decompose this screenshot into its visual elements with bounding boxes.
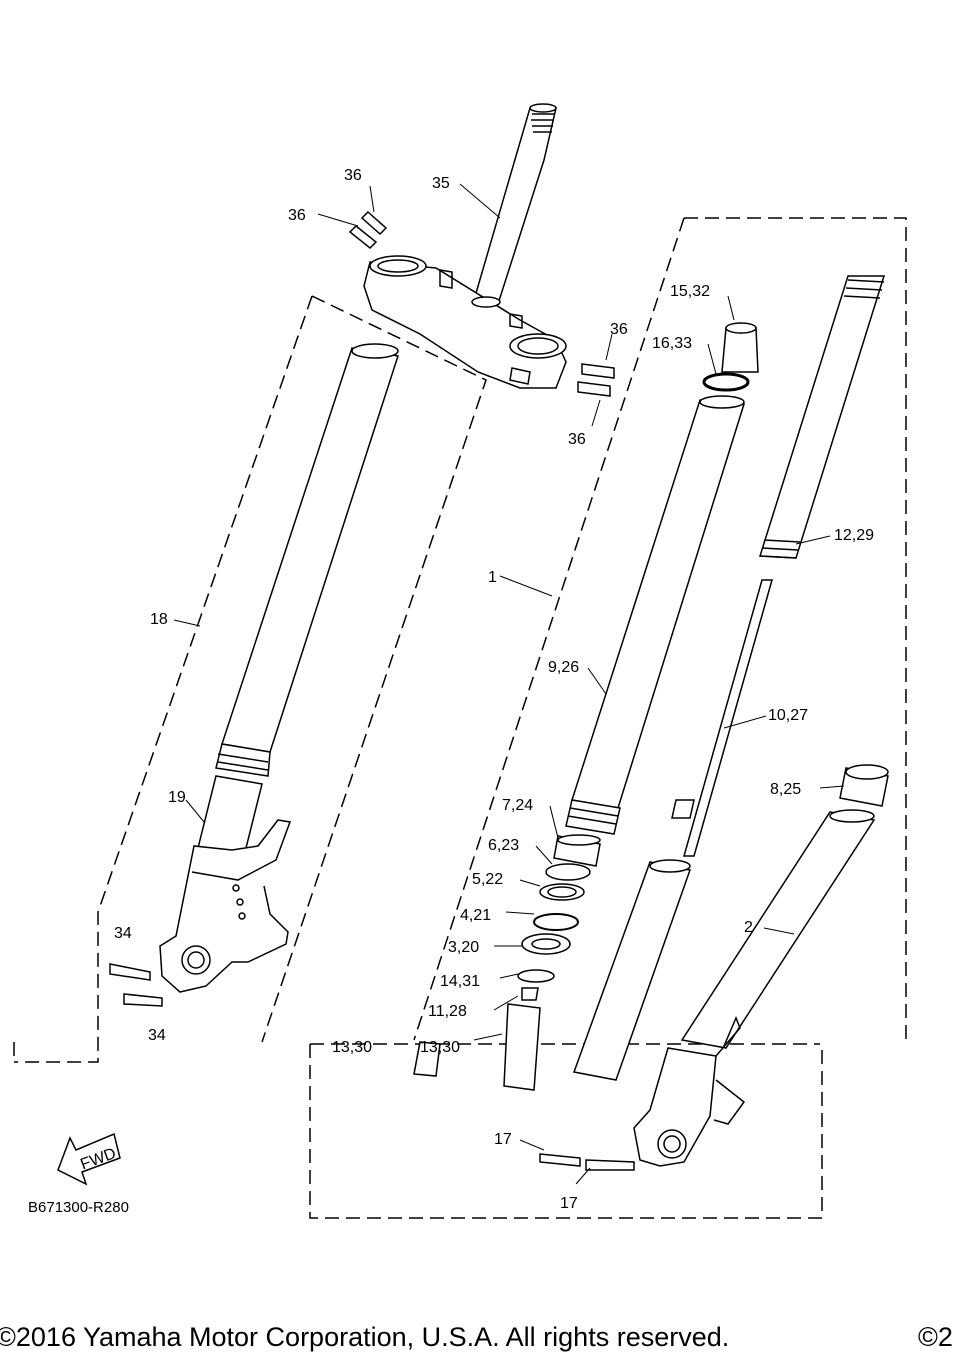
label-10-27: 10,27 <box>768 707 808 724</box>
steering-stem <box>473 103 557 305</box>
piece-13-30-b <box>413 1041 441 1077</box>
bolt-17-upper <box>539 1153 581 1167</box>
label-36-c: 36 <box>610 321 628 338</box>
fork-spring <box>758 275 886 559</box>
diagram-code: B671300-R280 <box>28 1199 129 1216</box>
washer-14-31 <box>517 969 555 983</box>
bolt-36-top-a <box>360 210 388 236</box>
label-9-26: 9,26 <box>548 659 579 676</box>
bolt-36-top-b <box>348 224 378 250</box>
left-fork-assembly <box>159 343 399 993</box>
copyright-symbol: ©2 <box>918 1322 953 1352</box>
label-36-d: 36 <box>568 431 586 448</box>
label-1: 1 <box>488 569 497 586</box>
label-6-23: 6,23 <box>488 837 519 854</box>
label-15-32: 15,32 <box>670 283 710 300</box>
under-bracket <box>363 255 567 389</box>
label-36-a: 36 <box>344 167 362 184</box>
bolt-36-right-a <box>581 363 615 379</box>
label-14-31: 14,31 <box>440 973 480 990</box>
outer-tube <box>633 809 876 1167</box>
exploded-parts-diagram: 35 36 36 36 36 15,32 16,33 12,29 1 18 9,… <box>13 103 907 1219</box>
right-fork-dash-group <box>309 217 907 1219</box>
label-19: 19 <box>168 789 186 806</box>
oil-seal-5-22 <box>539 883 585 901</box>
label-13-30: 13,30 <box>332 1039 372 1056</box>
label-17-a: 17 <box>494 1131 512 1148</box>
label-2: 2 <box>744 919 753 936</box>
label-36-b: 36 <box>288 207 306 224</box>
piece-13-30 <box>503 1003 541 1091</box>
bolt-34-upper <box>109 963 151 981</box>
slide-bushing <box>839 764 889 807</box>
bolt-17-lower <box>585 1159 635 1171</box>
label-18: 18 <box>150 611 168 628</box>
cap-bolt <box>721 322 759 373</box>
damper-rod <box>572 579 773 1081</box>
bolt-34-lower <box>123 993 163 1007</box>
label-4-21: 4,21 <box>460 907 491 924</box>
label-3-20: 3,20 <box>448 939 479 956</box>
bolt-36-right-b <box>577 381 611 397</box>
nut-11-28 <box>521 987 539 1001</box>
o-ring <box>702 372 750 392</box>
dust-seal-3-20 <box>521 933 571 955</box>
washer-6-23 <box>545 863 591 881</box>
fwd-arrow-icon <box>57 1132 121 1186</box>
callout-labels: 35 36 36 36 36 15,32 16,33 12,29 1 18 9,… <box>28 167 874 1216</box>
label-12-29: 12,29 <box>834 527 874 544</box>
label-34-a: 34 <box>114 925 132 942</box>
left-fork-dash-group <box>13 295 487 1063</box>
label-35: 35 <box>432 175 450 192</box>
clip-4-21 <box>533 913 579 931</box>
label-34-b: 34 <box>148 1027 166 1044</box>
inner-tube <box>565 395 745 835</box>
copyright-bar: ©2016 Yamaha Motor Corporation, U.S.A. A… <box>0 1318 960 1366</box>
label-7-24: 7,24 <box>502 797 533 814</box>
label-17-b: 17 <box>560 1195 578 1212</box>
copyright-text: ©2016 Yamaha Motor Corporation, U.S.A. A… <box>0 1322 730 1352</box>
leader-lines <box>173 183 845 1185</box>
bushing-7-24 <box>553 834 601 867</box>
label-8-25: 8,25 <box>770 781 801 798</box>
label-16-33: 16,33 <box>652 335 692 352</box>
label-11-28: 11,28 <box>428 1003 467 1020</box>
label-5-22: 5,22 <box>472 871 503 888</box>
label-13-30-b: 13,30 <box>420 1039 460 1056</box>
